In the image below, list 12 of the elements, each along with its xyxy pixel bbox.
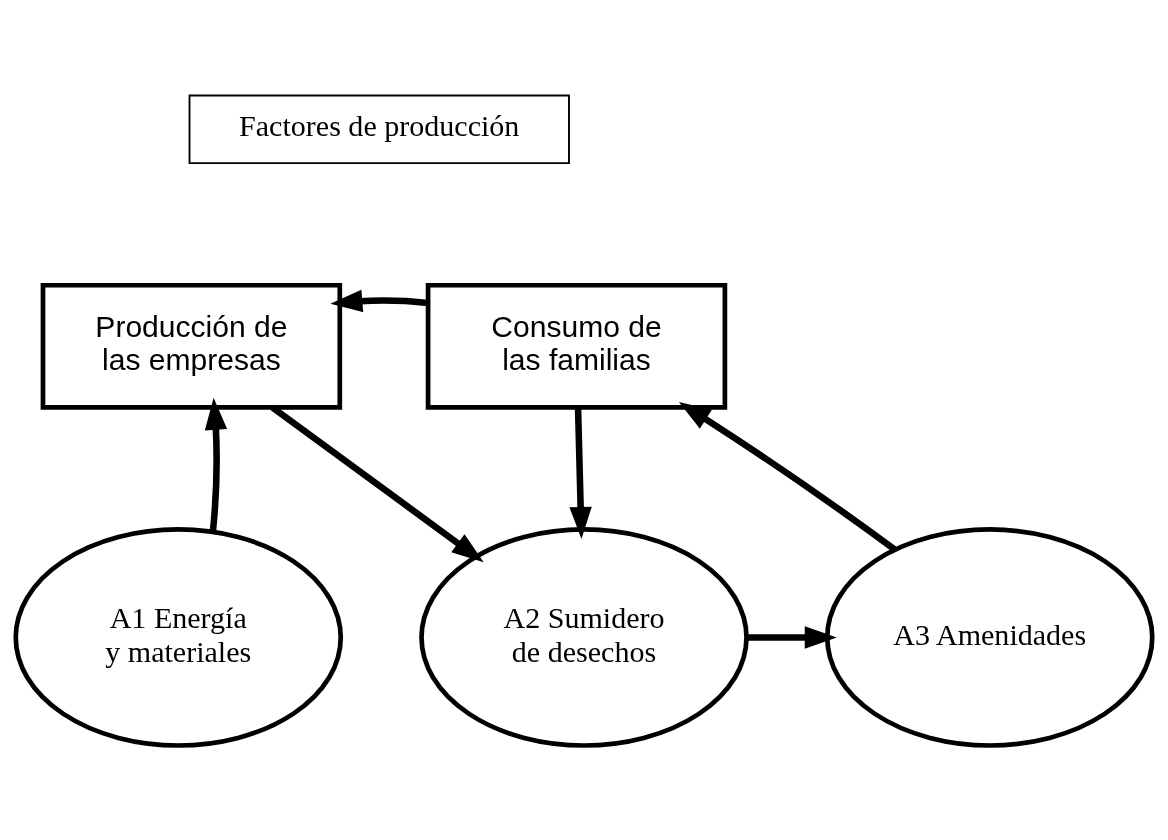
arrow [330,289,429,312]
arrow [747,625,837,649]
node-ellipse: A2 Sumidero de desechos [419,526,749,748]
arrow [204,397,228,532]
node-ellipse: A3 Amenidades [824,526,1155,748]
node-box: Producción de las empresas [40,282,343,410]
node-box: Consumo de las familias [425,282,728,410]
arrow [678,401,897,552]
arrow [569,407,592,539]
arrow [270,404,484,562]
node-box: Factores de producción [188,94,570,164]
node-ellipse: A1 Energía y materiales [13,526,344,748]
